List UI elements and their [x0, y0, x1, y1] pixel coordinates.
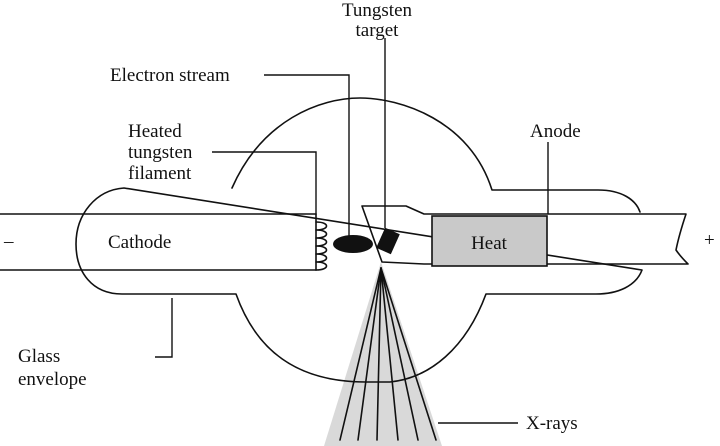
tungsten-target-label-line1: Tungsten [342, 0, 413, 21]
cathode-tube [0, 213, 317, 271]
plus-terminal-label: + [704, 230, 715, 251]
anode-label: Anode [530, 121, 581, 142]
electron-stream-leader [264, 74, 350, 236]
xrays-label: X-rays [526, 413, 578, 434]
heat-box [431, 215, 548, 267]
heat-label: Heat [471, 233, 508, 254]
glass-envelope-outline [75, 97, 643, 383]
cathode-label: Cathode [108, 232, 171, 253]
glass-envelope-label-line2: envelope [18, 369, 87, 390]
glass-envelope-leader [155, 298, 173, 358]
minus-terminal-label: – [3, 231, 14, 252]
electron-stream-label: Electron stream [110, 65, 230, 86]
tungsten-target [376, 227, 400, 255]
heated-filament-label-line2: tungsten [128, 142, 193, 163]
xray-beam [324, 262, 442, 446]
heated-filament-label-line3: filament [128, 163, 192, 184]
heated-filament-label-line1: Heated [128, 121, 182, 142]
xray-beam-lines [339, 267, 437, 441]
filament-leader [212, 151, 317, 214]
glass-envelope-label-line1: Glass [18, 346, 60, 367]
tungsten-target-label-line2: target [356, 20, 400, 41]
filament-coil [315, 221, 328, 271]
anode-assembly [361, 205, 689, 265]
electron-stream-blob [333, 235, 373, 253]
